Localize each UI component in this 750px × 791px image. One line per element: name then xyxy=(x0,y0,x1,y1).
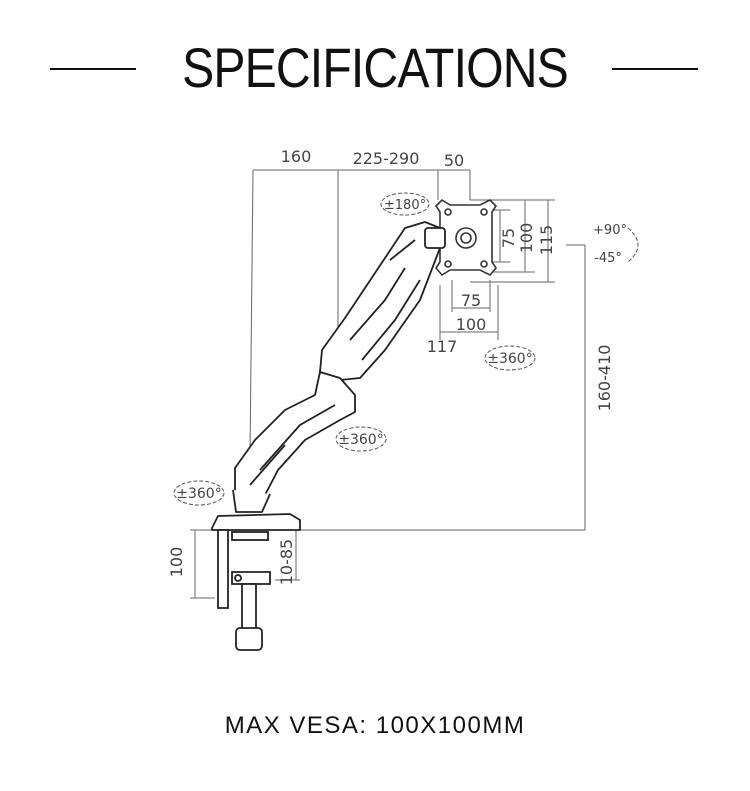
vesa-plate xyxy=(434,198,498,277)
dim-plate-h: 115 xyxy=(537,225,556,256)
rotation-base-360: ±360° xyxy=(176,486,221,502)
dim-vesa-inner-w: 75 xyxy=(461,291,481,310)
rotation-arrows xyxy=(173,192,639,506)
dim-top-225-290: 225-290 xyxy=(353,149,420,168)
dimension-lines xyxy=(190,169,586,599)
title-rule-right xyxy=(612,68,698,70)
gas-spring-arm xyxy=(211,221,446,531)
dim-vesa-inner-h: 75 xyxy=(499,228,518,248)
dim-top-50: 50 xyxy=(444,151,464,170)
dim-vesa-outer-w: 100 xyxy=(456,315,487,334)
dim-plate-w: 117 xyxy=(427,337,458,356)
dim-vesa-outer-h: 100 xyxy=(517,223,536,254)
rotation-elbow-360: ±360° xyxy=(338,432,383,448)
dim-desk-thickness: 10-85 xyxy=(277,539,296,586)
dim-height-range: 160-410 xyxy=(595,345,614,412)
rotation-tilt-up: +90° xyxy=(593,223,627,238)
desk-clamp xyxy=(217,529,271,651)
title-rule-left xyxy=(50,68,136,70)
monitor-arm-diagram: 160 225-290 50 75 100 117 75 100 115 160… xyxy=(167,147,639,651)
dim-clamp-height: 100 xyxy=(167,547,186,578)
dim-top-160: 160 xyxy=(281,147,312,166)
rotation-top-swivel: ±180° xyxy=(384,198,426,213)
page-title: SPECIFICATIONS xyxy=(182,36,569,99)
rotation-tilt-down: -45° xyxy=(594,251,622,266)
max-vesa-caption: MAX VESA: 100X100MM xyxy=(224,712,526,739)
title-section: SPECIFICATIONS xyxy=(0,30,750,110)
rotation-monitor-360: ±360° xyxy=(487,351,532,367)
